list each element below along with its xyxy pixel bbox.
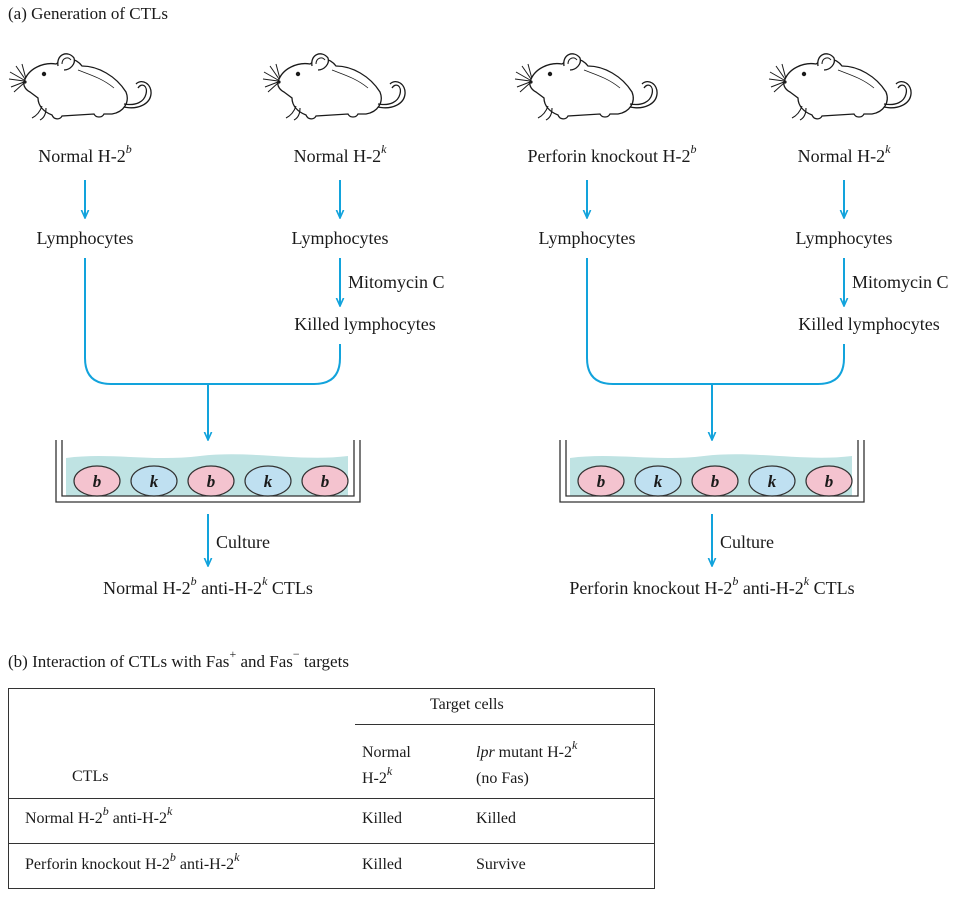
cell-label-2-1: b [597, 472, 606, 491]
mitomycin-label-1: Mitomycin C [348, 272, 445, 292]
result-ctl-label-1: Normal H-2b anti-H-2k CTLs [103, 574, 313, 598]
culture-label-1: Culture [216, 532, 270, 552]
header-divider [355, 724, 655, 725]
table-row-1-ctl: Normal H-2b anti-H-2k [25, 803, 173, 827]
cell-label-1-3: b [207, 472, 216, 491]
cell-label-1-2: k [150, 472, 159, 491]
cell-label-1-4: k [264, 472, 273, 491]
culture-label-2: Culture [720, 532, 774, 552]
cell-b-1-3 [187, 465, 235, 497]
mouse-normal-b-icon [8, 53, 152, 121]
cell-b-1-1 [73, 465, 121, 497]
mouse-normal-k-2-icon [768, 53, 912, 121]
cell-b-2-5 [805, 465, 853, 497]
lymphocytes-label-3: Lymphocytes [538, 228, 636, 248]
source-perforin-ko-b-label: Perforin knockout H-2b [527, 142, 697, 166]
results-table [8, 688, 655, 889]
killed-lymphocytes-label-1: Killed lymphocytes [294, 314, 436, 334]
section-a-title: (a) Generation of CTLs [8, 4, 169, 23]
table-row-2-normal: Killed [362, 856, 402, 873]
cell-label-2-3: b [711, 472, 720, 491]
mouse-normal-k-icon [262, 53, 406, 121]
cell-k-2-4 [748, 465, 796, 497]
lymphocytes-label-4: Lymphocytes [795, 228, 893, 248]
source-normal-k-label-2: Normal H-2k [797, 142, 891, 166]
cell-b-2-3 [691, 465, 739, 497]
row-divider-1 [8, 798, 655, 799]
merge-line-1 [84, 258, 341, 385]
result-ctl-label-2: Perforin knockout H-2b anti-H-2k CTLs [569, 574, 855, 598]
table-row-1-lpr: Killed [476, 810, 516, 827]
cell-label-2-2: k [654, 472, 663, 491]
mouse-perforin-ko-b-icon [514, 53, 658, 121]
section-b-title: (b) Interaction of CTLs with Fas+ and Fa… [8, 647, 349, 671]
lymphocytes-label-1: Lymphocytes [36, 228, 134, 248]
merge-line-2 [586, 258, 845, 385]
cell-label-2-4: k [768, 472, 777, 491]
ctls-header: CTLs [72, 768, 109, 785]
source-normal-b-label: Normal H-2b [38, 142, 132, 166]
table-row-2-ctl: Perforin knockout H-2b anti-H-2k [25, 849, 240, 873]
lymphocytes-label-2: Lymphocytes [291, 228, 389, 248]
table-row-2-lpr: Survive [476, 856, 526, 873]
cell-b-2-1 [577, 465, 625, 497]
target-cells-header: Target cells [430, 696, 504, 713]
normal-h2k-header: Normal H-2k [362, 744, 411, 787]
cell-label-1-5: b [321, 472, 330, 491]
mitomycin-label-2: Mitomycin C [852, 272, 949, 292]
killed-lymphocytes-label-2: Killed lymphocytes [798, 314, 940, 334]
cell-label-1-1: b [93, 472, 102, 491]
row-divider-2 [8, 843, 655, 844]
cell-k-2-2 [634, 465, 682, 497]
cell-label-2-5: b [825, 472, 834, 491]
cell-k-1-2 [130, 465, 178, 497]
source-normal-k-label: Normal H-2k [293, 142, 387, 166]
lpr-mutant-header: lpr mutant H-2k (no Fas) [476, 737, 578, 787]
table-row-1-normal: Killed [362, 810, 402, 827]
cell-k-1-4 [244, 465, 292, 497]
cell-b-1-5 [301, 465, 349, 497]
